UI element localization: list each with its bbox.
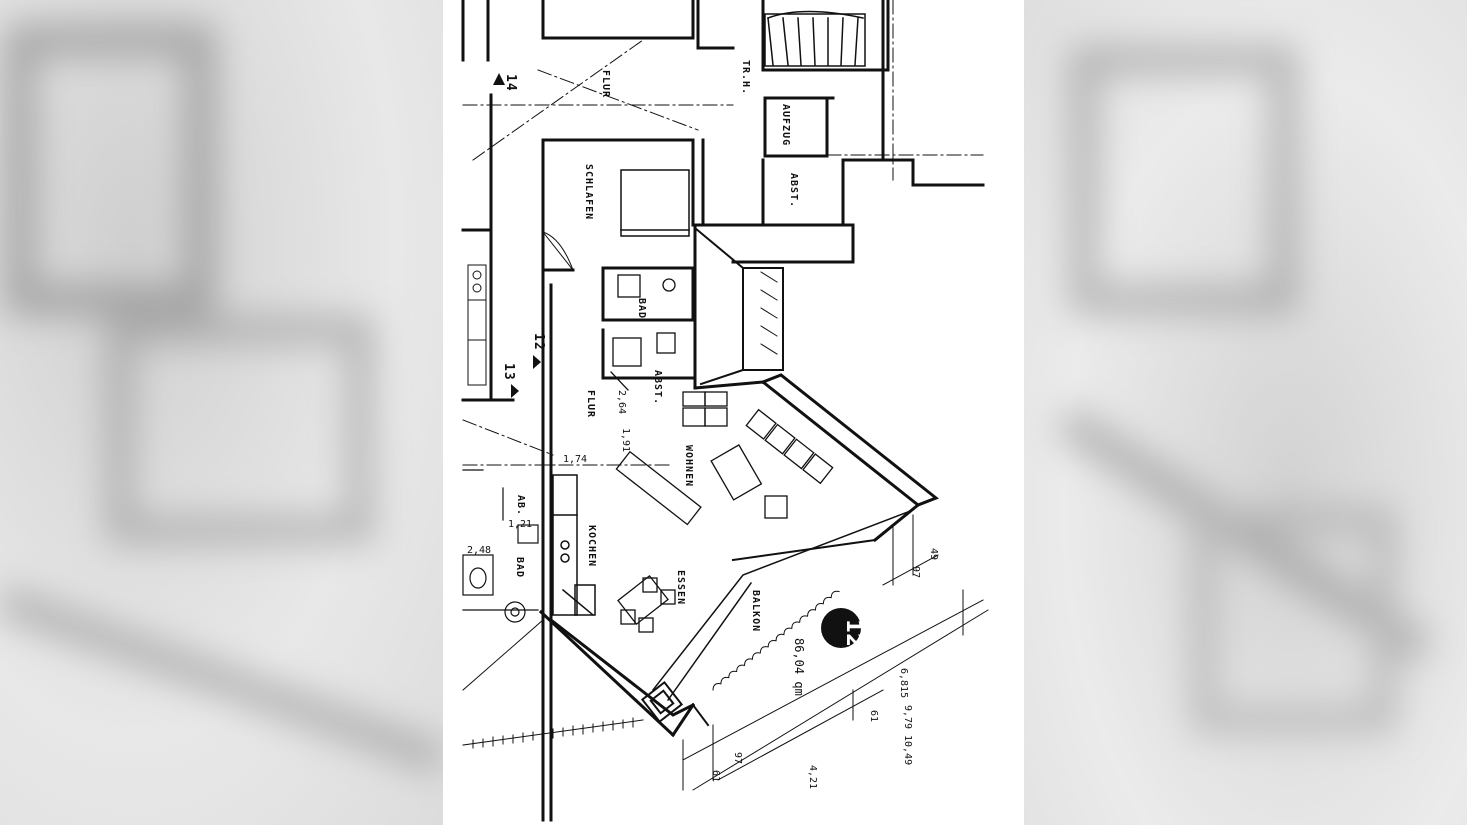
room-label-essen: ESSEN	[675, 570, 686, 605]
living-wing	[538, 373, 939, 738]
room-label-trh: TR.H.	[740, 60, 751, 95]
elevator	[763, 96, 835, 158]
living-furniture	[615, 391, 834, 526]
section-marker-12-arrow	[533, 355, 541, 369]
blurred-background-right	[1024, 0, 1467, 825]
bed	[620, 169, 690, 237]
bath-fixtures	[610, 274, 676, 391]
section-marker-13-arrow	[511, 384, 519, 398]
dimension-6-815: 6,815	[898, 668, 909, 698]
dimension-4-21: 4,21	[807, 765, 818, 789]
unit-number: 12	[842, 619, 866, 647]
balcony-planting	[712, 590, 840, 691]
room-label-ab: AB.	[515, 495, 526, 516]
floor-plan-drawing: FLUR TR.H. AUFZUG ABST. SCHLAFEN BAD ABS…	[461, 0, 989, 822]
room-label-schlafen: SCHLAFEN	[583, 164, 594, 220]
dimension-10-49: 10,49	[902, 735, 913, 765]
section-marker-14: 14	[503, 74, 518, 92]
floor-plan: FLUR TR.H. AUFZUG ABST. SCHLAFEN BAD ABS…	[443, 0, 1024, 825]
section-marker-13: 13	[501, 363, 516, 381]
bedroom-door-swing	[542, 231, 574, 271]
planting	[760, 271, 778, 355]
dimension-lines	[682, 514, 989, 791]
room-label-wohnen: WOHNEN	[683, 445, 694, 487]
room-label-bad: BAD	[636, 298, 647, 319]
upper-walls	[541, 0, 985, 272]
dining-table	[617, 574, 676, 633]
neighbour-bath	[462, 469, 539, 623]
light-shaft	[693, 226, 784, 386]
dimension-61-bottom: 61	[710, 770, 721, 782]
neighbour-kitchen	[467, 264, 487, 386]
stove	[640, 680, 684, 724]
room-label-flur: FLUR	[585, 390, 596, 418]
dimension-2-48: 2,48	[467, 545, 491, 556]
dimension-1-74: 1,74	[563, 454, 587, 465]
room-label-kochen: KOCHEN	[586, 525, 597, 567]
stairwell	[764, 10, 866, 67]
room-label-balkon: BALKON	[750, 590, 761, 632]
dimension-1-21: 1,21	[508, 519, 532, 530]
section-marker-14-arrow	[493, 73, 505, 85]
dimension-97-bottom: 97	[732, 752, 743, 764]
roof-hatch	[462, 619, 644, 749]
unit-number-badge	[821, 608, 861, 648]
axis-lines	[462, 0, 984, 466]
room-label-aufzug: AUFZUG	[780, 104, 791, 146]
bath-walls	[541, 223, 697, 822]
unit-area: 86,04 qm	[792, 638, 806, 696]
neighbour-walls	[461, 0, 515, 402]
dimension-97-right: 97	[910, 566, 921, 578]
dimension-49: 49	[928, 548, 939, 560]
kitchen	[552, 474, 596, 617]
dimension-9-79: 9,79	[902, 705, 913, 729]
room-label-abst-top: ABST.	[788, 173, 799, 208]
blurred-background-left	[0, 0, 443, 825]
section-marker-12: 12	[531, 333, 546, 351]
room-label-bad-left: BAD	[514, 557, 525, 578]
dimension-2-64: 2,64	[616, 390, 627, 414]
dimension-1-91: 1,91	[620, 428, 631, 452]
dimension-61-mid: 61	[868, 710, 879, 722]
room-label-abst-mid: ABST.	[652, 370, 663, 405]
room-label-flur-top: FLUR	[600, 70, 611, 98]
